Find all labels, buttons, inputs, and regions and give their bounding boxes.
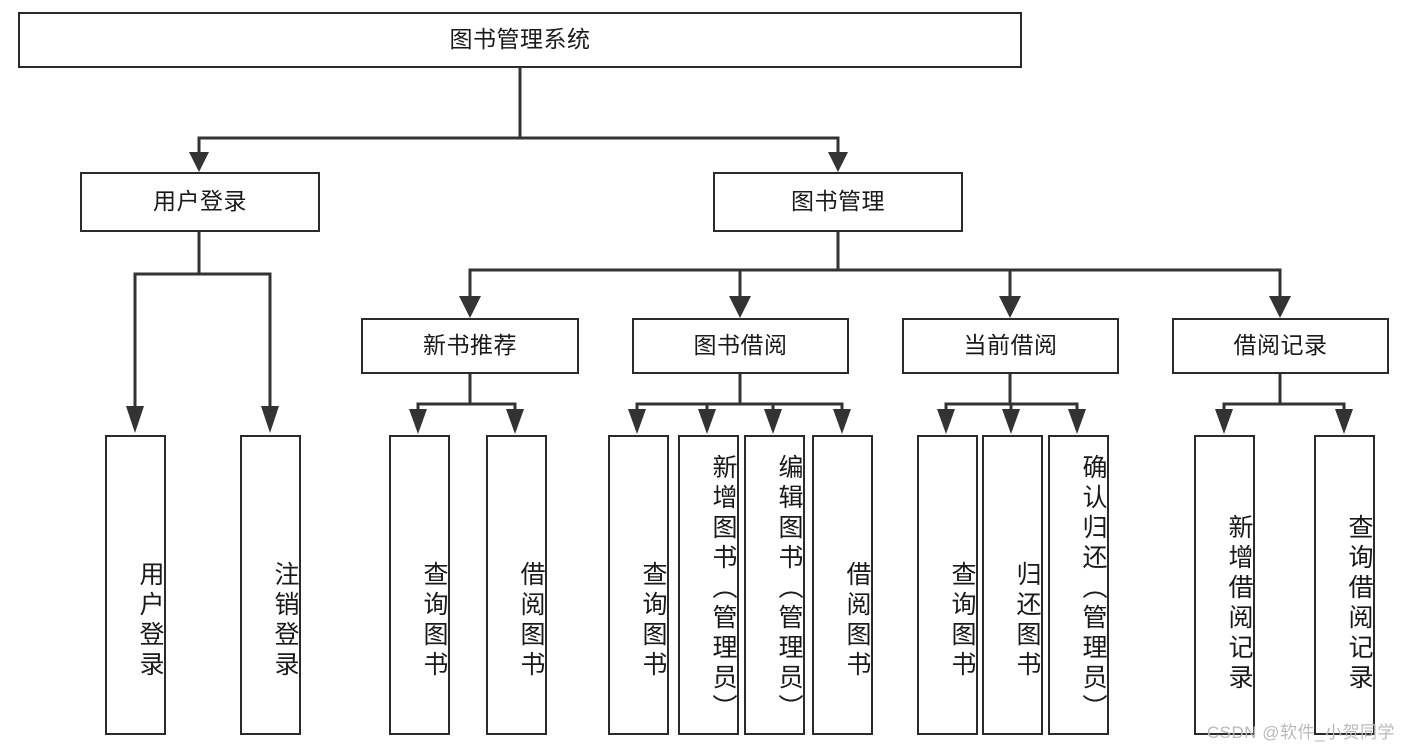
node-label: 借阅图书 xyxy=(843,561,871,681)
node-label: 查询图书 xyxy=(420,561,448,681)
node-label: 新增借阅记录 xyxy=(1225,514,1253,694)
node-label: 图书借阅 xyxy=(693,332,788,359)
node-label: 借阅记录 xyxy=(1233,332,1328,359)
leaf-add-borrow-record[interactable]: 新增借阅记录 xyxy=(1194,435,1255,735)
leaf-return-book[interactable]: 归还图书 xyxy=(982,435,1043,735)
leaf-logout[interactable]: 注销登录 xyxy=(240,435,301,735)
leaf-confirm-return-admin[interactable]: 确认归还（管理员） xyxy=(1048,435,1109,735)
node-borrow-records[interactable]: 借阅记录 xyxy=(1172,318,1389,374)
node-book-management[interactable]: 图书管理 xyxy=(713,172,963,232)
node-label: 图书管理系统 xyxy=(449,26,591,53)
leaf-user-login[interactable]: 用户登录 xyxy=(105,435,166,735)
leaf-query-book-recommend[interactable]: 查询图书 xyxy=(389,435,450,735)
node-label: 新书推荐 xyxy=(423,332,517,359)
node-label: 归还图书 xyxy=(1013,561,1041,681)
node-label: 注销登录 xyxy=(271,561,299,681)
node-label: 用户登录 xyxy=(153,188,247,215)
node-label: 查询图书 xyxy=(639,561,667,681)
node-label: 编辑图书（管理员） xyxy=(775,454,803,724)
leaf-add-book-admin[interactable]: 新增图书（管理员） xyxy=(678,435,739,735)
node-root-system[interactable]: 图书管理系统 xyxy=(18,12,1022,68)
node-label: 用户登录 xyxy=(136,561,164,681)
watermark-text: CSDN @软件_小贺同学 xyxy=(1206,723,1395,742)
leaf-borrow-book-recommend[interactable]: 借阅图书 xyxy=(486,435,547,735)
node-new-book-recommend[interactable]: 新书推荐 xyxy=(361,318,579,374)
node-current-borrow[interactable]: 当前借阅 xyxy=(902,318,1119,374)
node-label: 图书管理 xyxy=(791,188,885,215)
leaf-query-book-borrow[interactable]: 查询图书 xyxy=(608,435,669,735)
node-label: 当前借阅 xyxy=(963,332,1058,359)
leaf-borrow-book[interactable]: 借阅图书 xyxy=(812,435,873,735)
leaf-query-book-current[interactable]: 查询图书 xyxy=(917,435,978,735)
node-book-borrow[interactable]: 图书借阅 xyxy=(632,318,849,374)
node-user-login[interactable]: 用户登录 xyxy=(80,172,320,232)
node-label: 查询借阅记录 xyxy=(1345,514,1373,694)
node-label: 新增图书（管理员） xyxy=(709,454,737,724)
node-label: 确认归还（管理员） xyxy=(1079,454,1107,724)
node-label: 查询图书 xyxy=(948,561,976,681)
leaf-query-borrow-record[interactable]: 查询借阅记录 xyxy=(1314,435,1375,735)
leaf-edit-book-admin[interactable]: 编辑图书（管理员） xyxy=(744,435,805,735)
node-label: 借阅图书 xyxy=(517,561,545,681)
